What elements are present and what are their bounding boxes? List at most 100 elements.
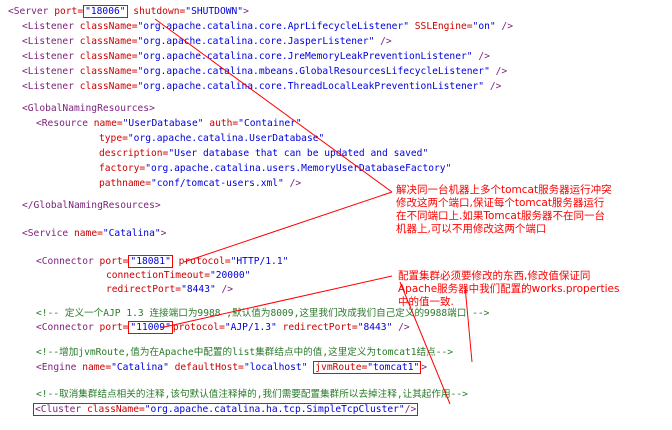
xml-tag: <Listener	[22, 36, 74, 47]
cluster-line: <Cluster className="org.apache.catalina.…	[33, 402, 419, 417]
xml-attr: auth=	[203, 118, 239, 129]
ajp-port-value: "11009"	[128, 321, 173, 334]
note-line: Apache服务器中我们配置的works.properties	[398, 283, 620, 295]
jvm-route-value: "tomcat1"	[367, 362, 420, 373]
cluster-box: <Cluster className="org.apache.catalina.…	[33, 403, 419, 416]
xml-attr: shutdown=	[127, 6, 186, 17]
xml-tag: <Listener	[22, 51, 74, 62]
xml-attr: port=	[48, 6, 84, 17]
gnr-open-tag: <GlobalNamingResources>	[22, 103, 155, 114]
xml-value: "org.apache.catalina.UserDatabase"	[127, 133, 325, 144]
xml-tag: />	[495, 21, 513, 32]
xml-tag: >	[160, 228, 167, 239]
note-line: 机器上,可以不用修改这两个端口	[396, 223, 547, 235]
xml-tag: <Connector	[36, 256, 94, 267]
xml-attr: className=	[81, 404, 145, 415]
listener-line: <Listener className="org.apache.catalina…	[22, 19, 513, 34]
xml-value: "8443"	[357, 322, 393, 333]
xml-tag: />	[484, 81, 502, 92]
xml-value: "UserDatabase"	[122, 118, 204, 129]
xml-attr: pathname=	[99, 178, 151, 189]
xml-value: "org.apache.catalina.core.JreMemoryLeakP…	[137, 51, 473, 62]
xml-tag: <Connector	[36, 322, 94, 333]
xml-attr: protocol=	[172, 322, 225, 333]
xml-value: "User database that can be updated and s…	[168, 148, 429, 159]
listener-line: <Listener className="org.apache.catalina…	[22, 64, 507, 79]
xml-attr: className=	[73, 66, 138, 77]
jvm-comment: <!--增加jvmRoute,值为在Apache中配置的list集群结点中的值,…	[36, 347, 454, 358]
xml-tag: />	[374, 36, 392, 47]
jvm-route-box: jvmRoute="tomcat1"	[313, 361, 422, 374]
xml-value: "org.apache.catalina.users.MemoryUserDat…	[145, 163, 452, 174]
xml-tag: >	[421, 362, 428, 373]
xml-attr: jvmRoute=	[315, 362, 368, 373]
xml-attr: className=	[73, 51, 138, 62]
xml-attr: name=	[87, 118, 123, 129]
xml-tag: <Service	[22, 228, 69, 239]
xml-value: "20000"	[209, 270, 251, 281]
note-line: 在不同端口上.如果Tomcat服务器不在同一台	[396, 210, 605, 222]
resource-line: <Resource name="UserDatabase" auth="Cont…	[36, 116, 302, 131]
resource-type-line: type="org.apache.catalina.UserDatabase"	[99, 131, 324, 146]
service-line: <Service name="Catalina">	[22, 226, 166, 241]
xml-attr: name=	[68, 228, 103, 239]
xml-attr: port=	[93, 322, 129, 333]
note-line: 配置集群必须要修改的东西,修改值保证同	[398, 270, 591, 282]
xml-value: "org.apache.catalina.mbeans.GlobalResour…	[137, 66, 490, 77]
gnr-close-tag: </GlobalNamingResources>	[22, 200, 161, 211]
connector-ajp-line: <Connector port="11009"protocol="AJP/1.3…	[36, 320, 410, 335]
xml-tag: />	[215, 284, 234, 295]
xml-tag: />	[392, 322, 410, 333]
resource-path-line: pathname="conf/tomcat-users.xml" />	[99, 176, 301, 191]
xml-attr: redirectPort=	[106, 284, 182, 295]
xml-tag: />	[489, 66, 508, 77]
xml-tag: />	[283, 178, 302, 189]
xml-tag: <Cluster	[35, 404, 82, 415]
xml-value: "on"	[472, 21, 496, 32]
resource-desc-line: description="User database that can be u…	[99, 146, 428, 161]
xml-attr: protocol=	[172, 256, 231, 267]
cluster-config-note: 配置集群必须要修改的东西,修改值保证同 Apache服务器中我们配置的works…	[398, 270, 619, 309]
arrow-line	[183, 191, 393, 263]
xml-tag: <Listener	[22, 81, 74, 92]
xml-value: "org.apache.catalina.ha.tcp.SimpleTcpClu…	[144, 404, 405, 415]
server-port-value: "18006"	[83, 5, 128, 18]
xml-value: "AJP/1.3"	[224, 322, 277, 333]
xml-tag: >	[243, 6, 249, 17]
connector-http-line: <Connector port="18081" protocol="HTTP/1…	[36, 254, 288, 269]
note-line: 修改这两个端口,保证每个tomcat服务器运行	[396, 197, 605, 209]
xml-tag: />	[472, 51, 490, 62]
listener-line: <Listener className="org.apache.catalina…	[22, 34, 392, 49]
xml-attr: description=	[99, 148, 169, 159]
xml-value: "org.apache.catalina.core.ThreadLocalLea…	[137, 81, 485, 92]
xml-attr: port=	[93, 256, 129, 267]
xml-attr: name=	[76, 362, 112, 373]
xml-value: "org.apache.catalina.core.JasperListener…	[137, 36, 375, 47]
xml-value: "conf/tomcat-users.xml"	[150, 178, 284, 189]
xml-attr: factory=	[99, 163, 146, 174]
xml-tag: <Server	[8, 6, 49, 17]
xml-value: "org.apache.catalina.core.AprLifecycleLi…	[137, 21, 409, 32]
resource-factory-line: factory="org.apache.catalina.users.Memor…	[99, 161, 451, 176]
server-line: <Server port="18006" shutdown="SHUTDOWN"…	[8, 4, 249, 19]
http-port-value: "18081"	[128, 255, 173, 268]
xml-attr: className=	[73, 21, 138, 32]
xml-attr: className=	[73, 81, 138, 92]
note-line: 中的值一致.	[398, 296, 454, 308]
xml-value: "Catalina"	[102, 228, 161, 239]
xml-tag: />	[404, 404, 417, 415]
xml-value: "Catalina"	[111, 362, 169, 373]
listener-line: <Listener className="org.apache.catalina…	[22, 79, 501, 94]
cluster-comment: <!--取消集群结点相关的注释,该句默认值注释掉的,我们需要配置集群所以去掉注释…	[36, 389, 468, 400]
port-conflict-note: 解决同一台机器上多个tomcat服务器运行冲突 修改这两个端口,保证每个tomc…	[396, 184, 612, 236]
xml-tag: <Listener	[22, 21, 74, 32]
connector-redirect-line: redirectPort="8443" />	[106, 282, 233, 297]
xml-value: "Container"	[238, 118, 302, 129]
xml-attr: connectionTimeout=	[106, 270, 210, 281]
xml-value: "localhost"	[243, 362, 308, 373]
xml-attr: className=	[73, 36, 138, 47]
xml-value: "8443"	[181, 284, 216, 295]
xml-value: "HTTP/1.1"	[230, 256, 289, 267]
xml-tag: <Listener	[22, 66, 74, 77]
note-line: 解决同一台机器上多个tomcat服务器运行冲突	[396, 184, 612, 196]
